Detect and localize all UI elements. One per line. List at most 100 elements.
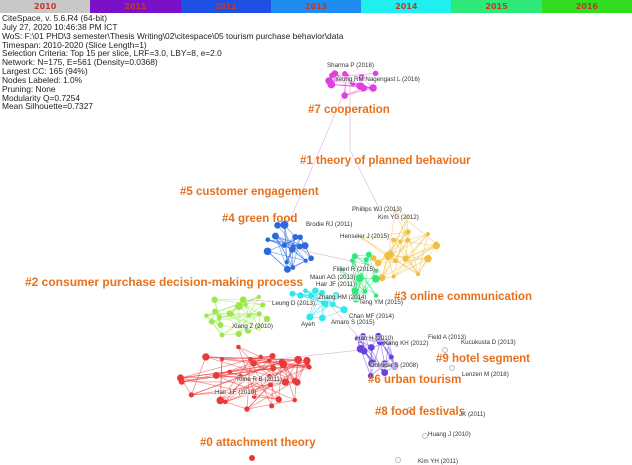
network-node — [217, 397, 225, 405]
network-node — [405, 238, 410, 243]
network-node — [308, 255, 314, 261]
node-label: Huang J (2010) — [428, 431, 471, 438]
network-node — [264, 248, 272, 256]
network-node — [177, 374, 184, 381]
network-node — [297, 292, 303, 298]
cluster-label-4: #4 green food — [222, 213, 297, 225]
network-node — [284, 266, 291, 273]
node-label: Lenzen M (2018) — [462, 371, 509, 378]
network-node — [272, 233, 279, 240]
node-label: Brodie RJ (2011) — [306, 221, 352, 228]
network-node — [294, 379, 301, 386]
network-node — [450, 366, 455, 371]
cluster-label-9: #9 hotel segment — [436, 353, 530, 365]
network-node — [297, 244, 303, 250]
network-node — [368, 344, 375, 351]
network-node — [396, 458, 401, 463]
node-label: Hair JF (2011) — [316, 281, 355, 288]
network-node — [257, 311, 262, 316]
network-node — [270, 365, 276, 371]
node-label: Phillips WJ (2013) — [352, 206, 402, 213]
network-node — [218, 322, 224, 328]
network-node — [426, 232, 430, 236]
network-edge — [225, 402, 247, 409]
network-node — [264, 316, 270, 322]
network-node — [285, 260, 289, 264]
cluster-label-6: #6 urban tourism — [368, 374, 461, 386]
network-node — [361, 348, 368, 355]
network-node — [319, 315, 326, 322]
network-node — [276, 396, 282, 402]
network-node — [251, 360, 257, 366]
network-node — [189, 392, 194, 397]
network-node — [260, 302, 265, 307]
network-node — [240, 296, 247, 303]
network-node — [398, 240, 402, 244]
network-node — [341, 92, 348, 99]
node-label: Dolnicar S (2008) — [370, 362, 418, 369]
network-node — [217, 315, 222, 320]
network-node — [257, 295, 261, 299]
node-label: Kucukusta D (2013) — [461, 339, 516, 346]
node-label: Xiang Z (2010) — [232, 323, 273, 330]
node-label: Kim YG (2012) — [378, 214, 419, 221]
node-label: Ayeh — [301, 321, 315, 328]
network-node — [374, 293, 378, 297]
network-node — [265, 237, 270, 242]
network-node — [423, 434, 428, 439]
network-node — [282, 378, 289, 385]
cluster-label-0: #0 attachment theory — [200, 437, 316, 449]
network-node — [236, 345, 241, 350]
network-node — [267, 358, 272, 363]
network-node — [424, 255, 431, 262]
network-node — [356, 274, 364, 282]
network-node — [202, 353, 209, 360]
network-node — [292, 234, 298, 240]
network-node — [209, 319, 215, 325]
node-label: Teng YM (2015) — [359, 299, 403, 306]
network-node — [279, 359, 285, 365]
network-node — [372, 275, 380, 283]
network-node — [352, 253, 358, 259]
network-node — [235, 302, 243, 310]
network-node — [269, 353, 275, 359]
node-label: Henseler J (2015) — [340, 233, 389, 240]
network-node — [379, 274, 386, 281]
network-node — [392, 275, 396, 279]
network-node — [204, 313, 208, 317]
network-node — [213, 372, 220, 379]
network-node — [364, 257, 369, 262]
network-node — [416, 272, 420, 276]
node-label: JK (2011) — [459, 411, 485, 418]
network-node — [330, 301, 336, 307]
network-node — [292, 398, 297, 403]
network-node — [243, 303, 247, 307]
cluster-label-3: #3 online communication — [394, 291, 532, 303]
network-node — [366, 252, 372, 258]
network-node — [340, 306, 347, 313]
cluster-label-7: #7 cooperation — [308, 104, 390, 116]
network-node — [360, 85, 367, 92]
node-label: Leung D (2013) — [272, 300, 315, 307]
network-node — [294, 356, 302, 364]
network-node — [269, 403, 274, 408]
network-node — [443, 348, 448, 353]
network-node — [393, 258, 398, 263]
network-node — [211, 297, 217, 303]
node-label: Mauri AG (2013) — [310, 274, 355, 281]
network-node — [289, 291, 295, 297]
network-edge — [238, 347, 260, 357]
network-node — [389, 354, 394, 359]
network-node — [227, 370, 231, 374]
network-node — [304, 259, 308, 263]
network-node — [227, 310, 233, 316]
node-label: Kang KH (2012) — [384, 340, 428, 347]
network-node — [220, 333, 225, 338]
network-node — [291, 244, 296, 249]
network-node — [212, 308, 218, 314]
network-node — [375, 260, 382, 267]
network-node — [329, 73, 334, 78]
network-node — [249, 455, 255, 461]
cluster-label-5: #5 customer engagement — [180, 186, 319, 198]
